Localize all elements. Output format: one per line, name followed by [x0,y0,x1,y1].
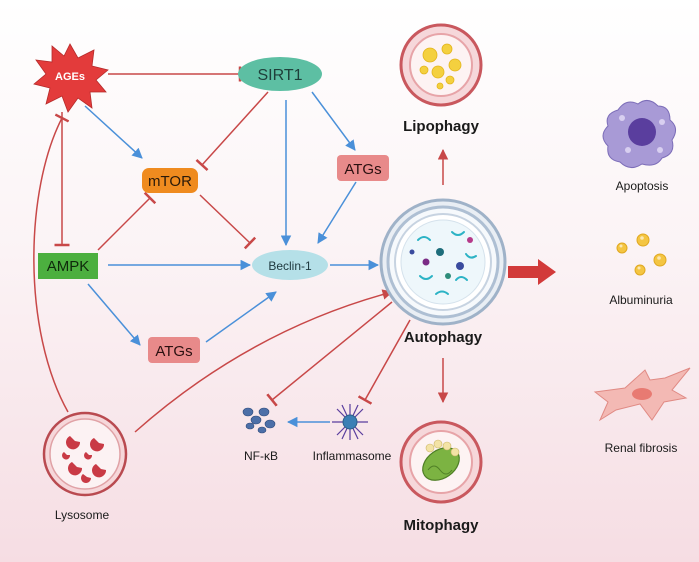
renal-fibrosis-label: Renal fibrosis [605,441,678,455]
node-nfkb: NF-κB [242,407,278,463]
nfkb-label: NF-κB [244,449,278,463]
edge-autophagy-inhibits-inflammasome [357,319,411,405]
edge-autophagy-inhibits-nfkb [266,301,393,407]
node-atgs-bottom: ATGs [148,337,200,363]
edge-lysosome-to-autophagy [134,289,394,433]
edges [33,66,449,433]
autophagosome-cargo [417,231,477,295]
edge-sirt1-activates-atgs-top [311,91,356,151]
node-inflammasome: Inflammasome [313,404,392,463]
atgs-bottom-label: ATGs [155,343,192,360]
node-albuminuria: Albuminuria [609,233,673,307]
sirt1-ellipse [238,57,322,91]
lysosome-enzymes [62,436,107,483]
node-ampk: AMPK [38,253,98,279]
ages-burst-shape [33,43,109,113]
lysosome-label: Lysosome [55,508,110,522]
beclin1-ellipse [252,250,328,280]
inflammasome-label: Inflammasome [313,449,392,463]
atgs-top-box [337,155,389,181]
albuminuria-label: Albuminuria [609,293,673,307]
albumin-droplets-icon [616,233,667,276]
atgs-top-label: ATGs [344,161,381,178]
ages-label: AGEs [55,71,85,83]
edge-mtor-inhibits-beclin1 [199,194,257,250]
nfkb-icon [242,407,276,434]
lipid-droplets [419,43,462,90]
autophagy-label: Autophagy [404,329,483,346]
autophagosome-particles [409,237,473,279]
beclin1-label: Beclin-1 [268,259,312,273]
node-renal-fibrosis: Renal fibrosis [593,367,691,455]
edge-ages-activates-mtor [84,105,143,159]
node-lipophagy: Lipophagy [399,23,483,135]
apoptosis-label: Apoptosis [616,179,669,193]
edge-atgs-top-activates-beclin1 [317,181,357,244]
outcome-arrow [508,259,556,285]
ampk-box [38,253,98,279]
node-apoptosis: Apoptosis [602,100,676,193]
mtor-label: mTOR [148,173,192,190]
node-mitophagy: Mitophagy [399,420,483,534]
mtor-box [142,168,198,193]
edge-ampk-inhibits-mtor [97,191,157,251]
edge-ampk-activates-atgs-bottom [87,283,141,346]
ampk-label: AMPK [47,258,90,275]
node-beclin1: Beclin-1 [252,250,328,280]
lipophagy-label: Lipophagy [403,118,479,135]
node-autophagy: Autophagy [379,198,507,346]
atgs-bottom-box [148,337,200,363]
node-sirt1: SIRT1 [238,57,322,91]
edge-lysosome-inhibits-ages [33,113,70,413]
mitophagy-label: Mitophagy [404,517,480,534]
node-lysosome: Lysosome [42,411,128,522]
sirt1-label: SIRT1 [257,67,302,84]
edge-atgs-bottom-activates-beclin1 [205,291,277,343]
node-ages: AGEs [33,43,109,113]
node-atgs-top: ATGs [337,155,389,181]
node-mtor: mTOR [142,168,198,193]
edge-sirt1-inhibits-mtor [195,91,269,171]
